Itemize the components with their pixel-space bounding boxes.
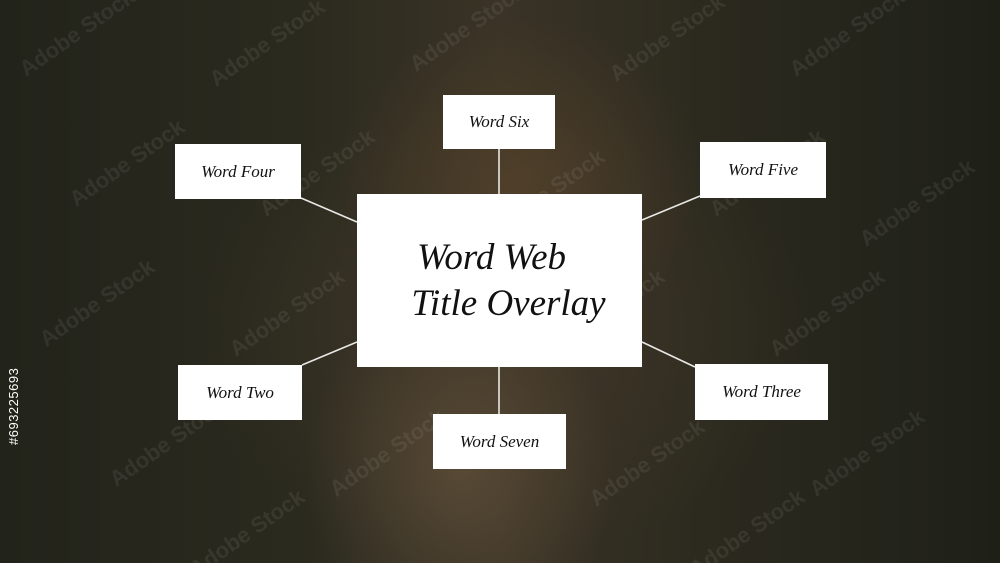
central-title-box: Word Web Title Overlay: [357, 194, 642, 367]
node-word-two-label: Word Two: [206, 382, 274, 402]
node-word-three: Word Three: [695, 364, 828, 420]
node-word-three-label: Word Three: [722, 382, 801, 401]
node-word-two: Word Two: [178, 365, 302, 420]
stock-image-id: #693225693: [6, 367, 21, 445]
connector-five: [641, 195, 701, 221]
node-word-seven: Word Seven: [433, 414, 566, 469]
connector-three: [641, 341, 696, 368]
node-word-five-label: Word Five: [727, 160, 799, 179]
node-word-four-label: Word Four: [201, 161, 275, 181]
connector-four: [300, 197, 358, 223]
connector-two: [301, 341, 358, 366]
node-word-six-label: Word Six: [468, 112, 530, 131]
node-word-five: Word Five: [700, 142, 826, 198]
title-line-1: Word Web: [416, 237, 567, 279]
title-line-2: Title Overlay: [411, 282, 606, 324]
node-word-six: Word Six: [443, 95, 555, 149]
node-word-four: Word Four: [175, 144, 301, 199]
node-word-seven-label: Word Seven: [459, 431, 540, 451]
